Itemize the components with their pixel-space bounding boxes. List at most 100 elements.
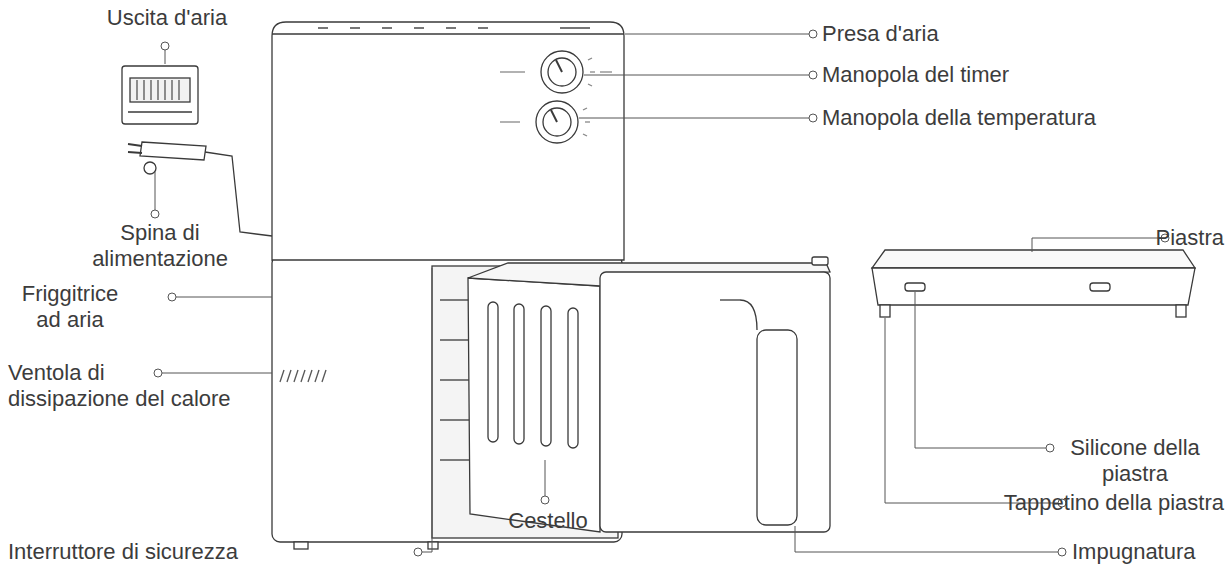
label-line: Friggitrice — [22, 281, 119, 307]
part-label: Silicone della piastra — [1070, 435, 1200, 487]
part-label: Cestello — [508, 508, 587, 534]
plate-silicone — [1090, 283, 1110, 291]
part-label: Interruttore di sicurezza — [8, 539, 238, 565]
part-label: Piastra — [1156, 225, 1224, 251]
fryer-body — [272, 255, 622, 542]
button — [414, 27, 424, 29]
basket-handle — [757, 330, 797, 525]
plug-pin — [128, 152, 142, 153]
button — [478, 27, 488, 29]
label-line: piastra — [1070, 461, 1200, 487]
panel-mark — [600, 71, 612, 72]
basket-front — [600, 272, 830, 532]
label-line: alimentazione — [92, 246, 228, 272]
tick — [585, 121, 590, 122]
timer-knob-inner — [548, 58, 576, 86]
part-label: Friggitrice ad aria — [22, 281, 119, 333]
leader-line — [176, 297, 272, 298]
slit — [143, 80, 144, 100]
leader-line — [422, 268, 432, 552]
part-label: Spina di alimentazione — [92, 220, 228, 272]
leader-dot — [151, 210, 159, 218]
leader-line — [584, 75, 809, 76]
slit — [294, 370, 298, 382]
slit — [280, 370, 284, 382]
label-line: Spina di — [92, 220, 228, 246]
leader-line — [915, 292, 1046, 448]
power-cord — [205, 152, 272, 236]
leader-lines — [151, 30, 1169, 556]
slit — [322, 370, 326, 382]
button — [446, 27, 456, 29]
leader-dot — [168, 293, 176, 301]
slit — [157, 80, 158, 100]
basket-slot — [488, 302, 498, 442]
leader-line — [579, 118, 809, 119]
knob-scale — [500, 58, 612, 136]
handle-edge — [740, 300, 757, 330]
air-outlet-edge — [128, 111, 192, 112]
slit — [164, 80, 165, 100]
basket-slot — [541, 306, 551, 446]
part-label: Manopola della temperatura — [822, 105, 1096, 131]
basket-slot — [568, 308, 578, 448]
temperature-knob-inner — [543, 108, 571, 136]
tick — [583, 108, 587, 110]
drawer-rail — [440, 339, 470, 340]
leader-line — [885, 318, 1058, 503]
knob-pointer — [556, 60, 562, 72]
plate-silicone — [905, 283, 925, 291]
plate-foot — [880, 305, 890, 317]
panel-mark — [500, 121, 520, 122]
basket-side — [468, 278, 600, 532]
drawer-opening — [432, 266, 618, 538]
knob-pointer — [551, 110, 557, 122]
handle-edge — [720, 299, 740, 300]
leader-line — [162, 373, 272, 374]
air-outlet-grille — [130, 78, 190, 102]
power-plug — [140, 142, 206, 160]
leader-line — [165, 50, 166, 64]
basket-slot — [514, 304, 524, 444]
part-label: Presa d'aria — [822, 21, 939, 47]
leader-dot — [809, 114, 817, 122]
panel-mark — [500, 71, 525, 72]
label-line: Ventola di — [8, 360, 231, 386]
slit — [287, 370, 291, 382]
plate-foot — [1176, 305, 1186, 317]
fryer — [122, 22, 1195, 549]
tick — [588, 58, 592, 60]
label-line: dissipazione del calore — [8, 386, 231, 412]
fryer-top — [272, 22, 624, 260]
leader-line — [795, 526, 1058, 552]
button — [318, 27, 328, 29]
tick — [583, 134, 587, 136]
tick — [590, 71, 595, 72]
leader-dot — [1046, 444, 1054, 452]
part-label: Impugnatura — [1072, 539, 1196, 565]
air-outlet-icon — [122, 66, 198, 124]
temperature-knob — [536, 101, 578, 143]
leader-dot — [414, 548, 422, 556]
leader-dot — [154, 369, 162, 377]
lid-edge — [272, 33, 624, 34]
slit — [171, 80, 172, 100]
leader-dot — [809, 30, 817, 38]
drawer-rail — [440, 419, 470, 420]
part-label: Manopola del timer — [822, 62, 1009, 88]
tick — [588, 84, 592, 86]
part-label: Ventola di dissipazione del calore — [8, 360, 231, 412]
drawer-rail — [440, 379, 470, 380]
air-outlet-slits — [137, 80, 179, 100]
slit — [178, 80, 179, 100]
foot — [294, 542, 308, 549]
slit — [136, 80, 137, 100]
plug-earth — [144, 162, 156, 174]
drawer-rail — [440, 299, 470, 300]
foot — [428, 542, 438, 549]
plug-pin — [128, 144, 142, 146]
slit — [301, 370, 305, 382]
heat-fan-vent — [280, 370, 326, 382]
label-line: ad aria — [22, 307, 119, 333]
